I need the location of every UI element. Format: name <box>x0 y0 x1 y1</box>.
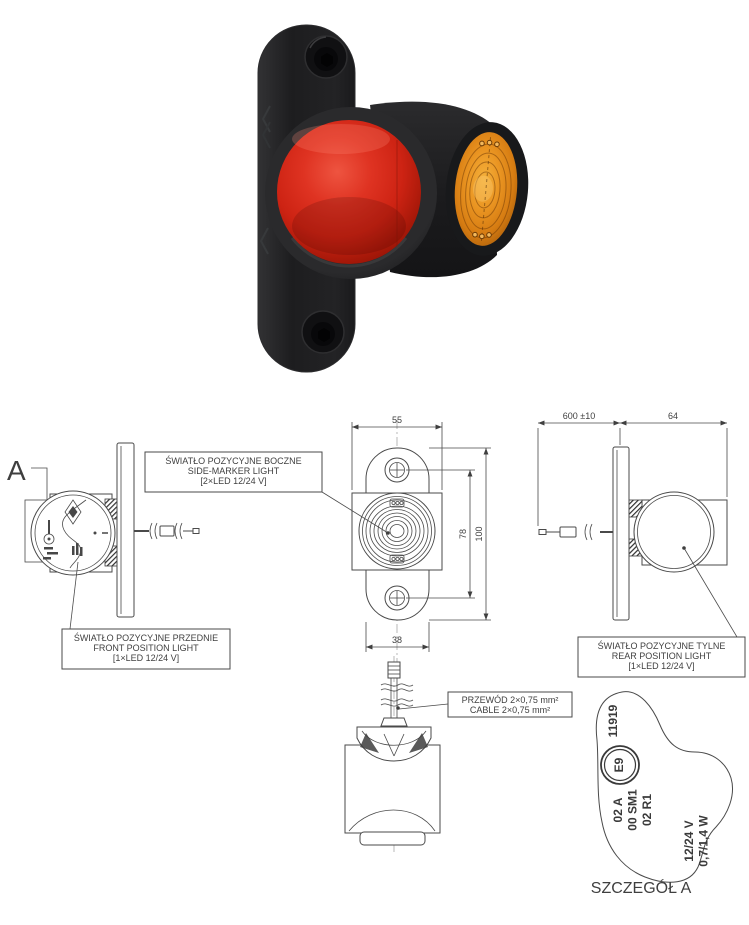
left-side-view: A ŚWIATŁO POZYCYJNE PRZEDNIE FRONT POSIT… <box>7 442 231 670</box>
svg-text:38: 38 <box>392 635 402 645</box>
detail-a-label: A <box>7 455 26 486</box>
dim-cable-length: 600 ±10 <box>537 411 621 526</box>
top-view: PRZEWÓD 2×0,75 mm² CABLE 2×0,75 mm² <box>344 656 573 855</box>
detail-a-leader <box>31 467 48 500</box>
dim-hole-spacing: 78 <box>406 469 475 599</box>
svg-text:SIDE-MARKER LIGHT: SIDE-MARKER LIGHT <box>188 466 280 476</box>
embossed-mark-bottom <box>259 227 269 255</box>
product-photo <box>257 24 529 373</box>
svg-text:78: 78 <box>458 529 468 539</box>
e-mark-label: E9 <box>612 757 626 772</box>
approval-code-1: 02 A <box>611 797 625 822</box>
svg-text:100: 100 <box>474 526 484 541</box>
right-side-view: 600 ±10 64 ŚWIATŁO POZYCYJNE TYLNE REAR … <box>537 411 746 678</box>
dim-plate-width: 38 <box>365 622 430 652</box>
red-lens <box>277 120 421 268</box>
plate-top-view <box>356 726 432 762</box>
dim-depth: 64 <box>620 411 728 497</box>
dim-overall-height: 100 <box>429 447 491 621</box>
detail-a-view: 11919 E9 02 A 00 SM1 02 R1 12/24 V 0,7/1… <box>591 691 733 897</box>
approval-code-3: 02 R1 <box>640 794 654 826</box>
svg-text:FRONT POSITION LIGHT: FRONT POSITION LIGHT <box>93 643 199 653</box>
callout-front-position: ŚWIATŁO POZYCYJNE PRZEDNIE FRONT POSITIO… <box>61 561 231 670</box>
technical-drawing: A ŚWIATŁO POZYCYJNE PRZEDNIE FRONT POSIT… <box>7 411 746 897</box>
svg-text:[1×LED 12/24 V]: [1×LED 12/24 V] <box>113 653 179 663</box>
bottom-tab <box>359 831 426 846</box>
approval-number: 11919 <box>606 704 620 737</box>
lens-markings <box>43 499 108 569</box>
e-mark-circle <box>600 745 640 785</box>
mounting-plate-side-right <box>612 446 630 621</box>
embossed-mark-mid <box>261 121 271 149</box>
svg-text:55: 55 <box>392 415 402 425</box>
callout-side-marker: ŚWIATŁO POZYCYJNE BOCZNE SIDE-MARKER LIG… <box>144 451 390 535</box>
mounting-plate-side <box>116 442 135 618</box>
marking-blob-outline <box>595 691 733 883</box>
screw-recess-bottom <box>301 310 345 354</box>
svg-text:[1×LED 12/24 V]: [1×LED 12/24 V] <box>628 661 694 671</box>
detail-a-caption: SZCZEGÓŁ A <box>591 878 692 897</box>
cable-left-view <box>134 522 200 540</box>
amber-led-dots <box>472 139 500 240</box>
screw-bottom <box>384 585 410 611</box>
svg-text:ŚWIATŁO POZYCYJNE PRZEDNIE: ŚWIATŁO POZYCYJNE PRZEDNIE <box>74 632 218 643</box>
callout-rear-position: ŚWIATŁO POZYCYJNE TYLNE REAR POSITION LI… <box>577 546 746 678</box>
screw-recess-top <box>304 35 348 79</box>
front-view: 55 78 100 38 <box>144 415 491 662</box>
svg-text:600 ±10: 600 ±10 <box>563 411 595 421</box>
screw-top <box>384 457 410 483</box>
rear-lens-circle <box>633 491 715 573</box>
svg-text:64: 64 <box>668 411 678 421</box>
approval-code-2: 00 SM1 <box>626 789 640 831</box>
svg-text:[2×LED 12/24 V]: [2×LED 12/24 V] <box>200 476 266 486</box>
cable-right-view <box>538 523 613 541</box>
callout-cable: PRZEWÓD 2×0,75 mm² CABLE 2×0,75 mm² <box>398 691 573 718</box>
svg-text:REAR POSITION LIGHT: REAR POSITION LIGHT <box>612 651 712 661</box>
cable-top-view <box>380 661 414 727</box>
power-label: 0,7/1,4 W <box>697 815 711 867</box>
svg-text:PRZEWÓD 2×0,75 mm²: PRZEWÓD 2×0,75 mm² <box>462 695 559 705</box>
svg-text:ŚWIATŁO POZYCYJNE TYLNE: ŚWIATŁO POZYCYJNE TYLNE <box>598 640 726 651</box>
dim-body-width: 55 <box>351 415 443 490</box>
svg-text:ŚWIATŁO POZYCYJNE BOCZNE: ŚWIATŁO POZYCYJNE BOCZNE <box>165 455 301 466</box>
svg-text:CABLE 2×0,75 mm²: CABLE 2×0,75 mm² <box>470 705 550 715</box>
lens-front <box>358 492 436 570</box>
voltage-label: 12/24 V <box>682 820 696 861</box>
amber-lens <box>454 132 518 246</box>
